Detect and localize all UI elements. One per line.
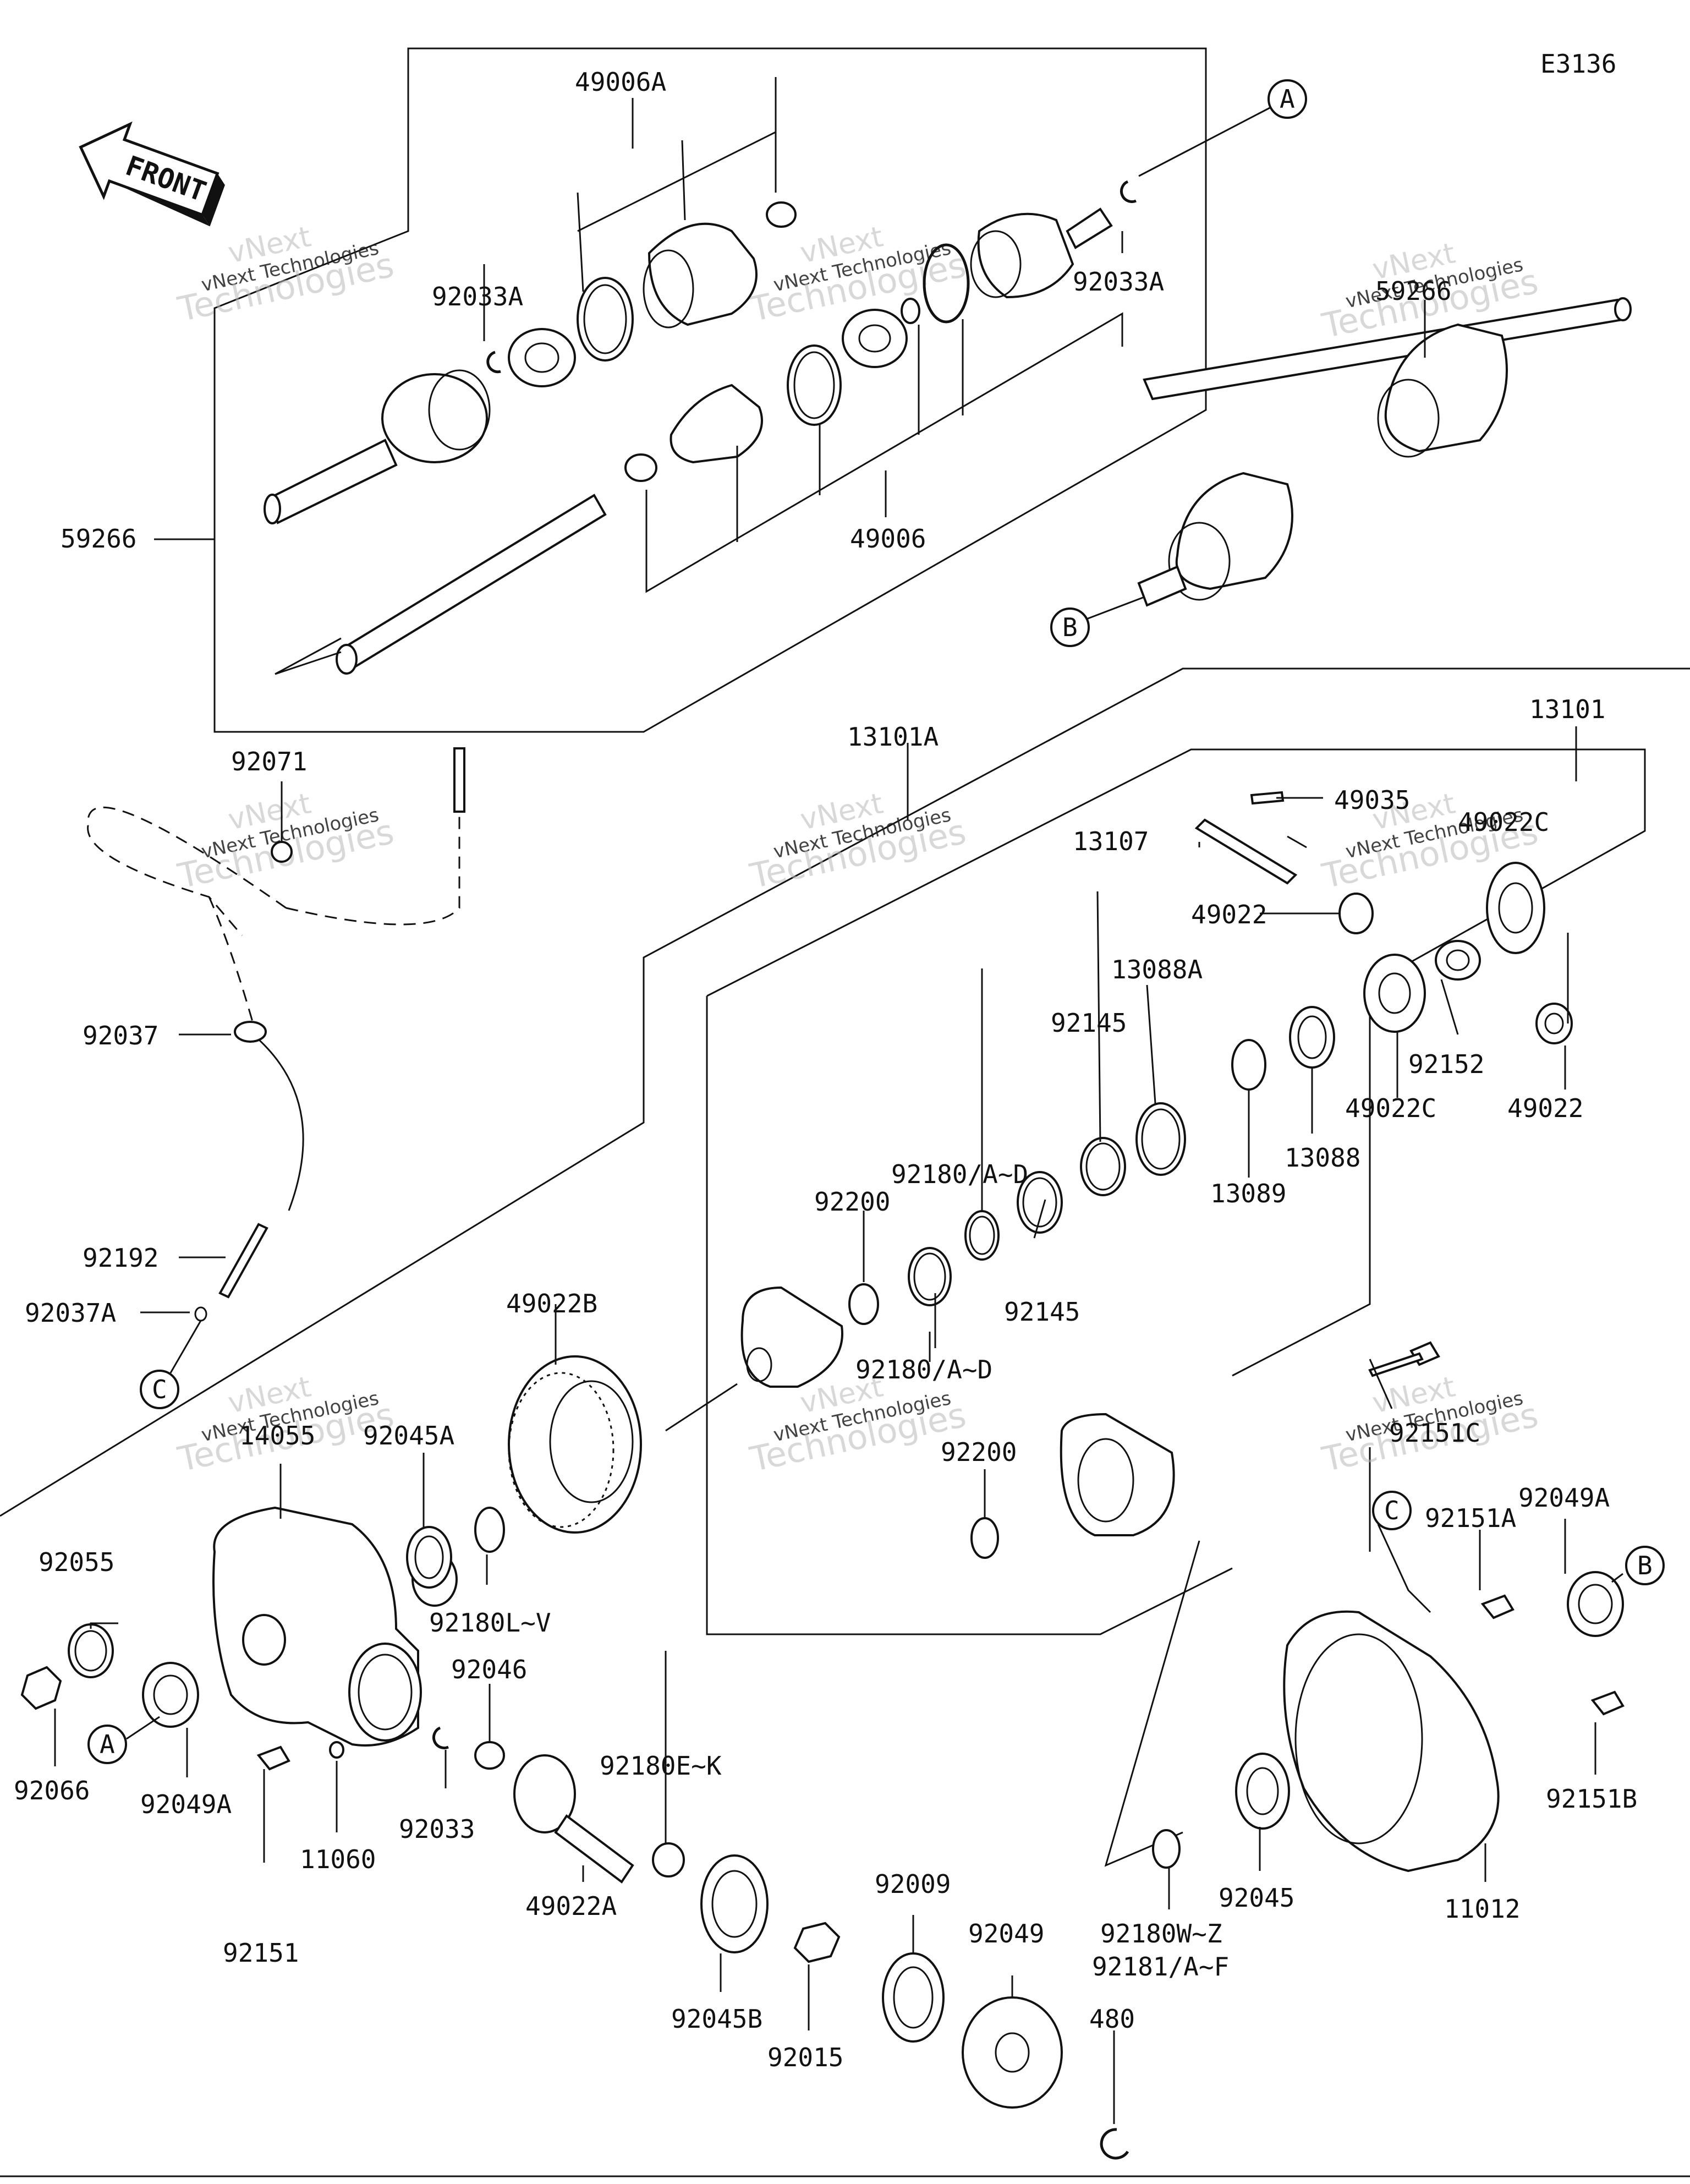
differential-parts (508, 791, 1573, 1559)
part-label: 92033A (1073, 267, 1164, 297)
part-label: 92180/A~D (891, 1159, 1028, 1189)
housing-and-bearings (20, 1506, 1625, 2160)
part-label: 92049 (968, 1919, 1044, 1948)
callout-circle-a (87, 1725, 127, 1764)
part-label: 92180/A~D (855, 1355, 992, 1384)
part-label: 92046 (451, 1655, 527, 1684)
part-label: 92180W~Z (1100, 1919, 1222, 1948)
part-label: 480 (1089, 2004, 1135, 2034)
part-label: 92045A (363, 1421, 454, 1450)
part-label: 13101A (847, 722, 939, 752)
part-label: 92145 (1004, 1297, 1080, 1327)
callout-circle-b (1050, 607, 1090, 647)
part-label: 49022 (1507, 1093, 1583, 1123)
part-label: 14055 (239, 1421, 315, 1450)
part-label: 92066 (14, 1776, 90, 1805)
part-label: 13101 (1529, 694, 1605, 724)
part-label: 49022C (1458, 807, 1549, 837)
part-label: 92200 (941, 1437, 1017, 1467)
part-label: 49035 (1334, 785, 1410, 815)
leader-lines (54, 77, 1596, 2124)
part-label: 92033A (432, 282, 523, 311)
right-drive-shaft (1137, 297, 1632, 607)
callout-circle-c (1372, 1491, 1412, 1530)
part-label: 92049A (1518, 1483, 1610, 1513)
part-label: 59266 (1375, 276, 1451, 306)
callout-a: A (100, 1729, 115, 1759)
part-label: 92045 (1219, 1883, 1294, 1913)
part-label: 49022A (525, 1891, 617, 1921)
frame-lines (0, 47, 1690, 1867)
part-label: 49022 (1191, 900, 1267, 929)
part-label: 11012 (1444, 1894, 1520, 1924)
part-label: 92055 (39, 1547, 114, 1577)
part-label: 92181/A~F (1092, 1952, 1229, 1982)
part-label: 92151 (223, 1938, 299, 1968)
part-label: 49022B (506, 1289, 597, 1318)
breather-hose (87, 747, 465, 1322)
part-label: 11060 (300, 1844, 376, 1874)
callout-c: C (152, 1375, 167, 1404)
inner-shaft (275, 494, 607, 675)
callout-circle-a (1268, 79, 1307, 119)
part-label: 92009 (875, 1869, 951, 1899)
part-label: 92145 (1051, 1008, 1127, 1038)
callout-b: B (1637, 1551, 1653, 1580)
part-label: 92200 (814, 1187, 890, 1217)
part-label: 92192 (83, 1243, 158, 1273)
part-labels: 49006A 92033A 92033A 59266 59266 49006 1… (14, 67, 1637, 2072)
callout-circle-b (1625, 1546, 1665, 1585)
part-label: 13089 (1210, 1179, 1286, 1208)
part-label: 92015 (767, 2043, 843, 2072)
part-label: 49006A (575, 67, 666, 97)
part-label: 92033 (399, 1814, 475, 1844)
part-label: 13107 (1073, 826, 1149, 856)
part-label: 13088A (1111, 955, 1203, 984)
front-arrow-icon: FRONT (79, 121, 225, 227)
part-label: 92037 (83, 1021, 158, 1050)
part-label: 92180E~K (600, 1751, 722, 1781)
part-label: 92180L~V (429, 1608, 551, 1638)
callout-b: B (1062, 612, 1078, 642)
callout-circle-c (140, 1370, 179, 1409)
diagram-code: E3136 (1540, 49, 1616, 79)
part-label: 92151C (1389, 1418, 1480, 1448)
part-label: 49006 (850, 524, 926, 554)
part-label: 59266 (61, 524, 136, 554)
part-label: 92071 (231, 747, 307, 776)
part-label: 92045B (671, 2004, 762, 2034)
front-drive-shaft-inner-parts (624, 180, 1137, 482)
part-label: 92151A (1425, 1503, 1516, 1533)
callout-c: C (1384, 1496, 1400, 1525)
callouts: A B C A B C (87, 79, 1665, 1764)
part-label: 49022C (1345, 1093, 1436, 1123)
front-drive-shaft-left (264, 201, 797, 524)
part-label: 13088 (1285, 1143, 1360, 1173)
part-label: 92151B (1546, 1784, 1637, 1814)
callout-a: A (1280, 84, 1295, 114)
part-label: 92152 (1408, 1049, 1484, 1079)
part-label: 92037A (25, 1298, 116, 1328)
part-label: 92049A (140, 1789, 232, 1819)
